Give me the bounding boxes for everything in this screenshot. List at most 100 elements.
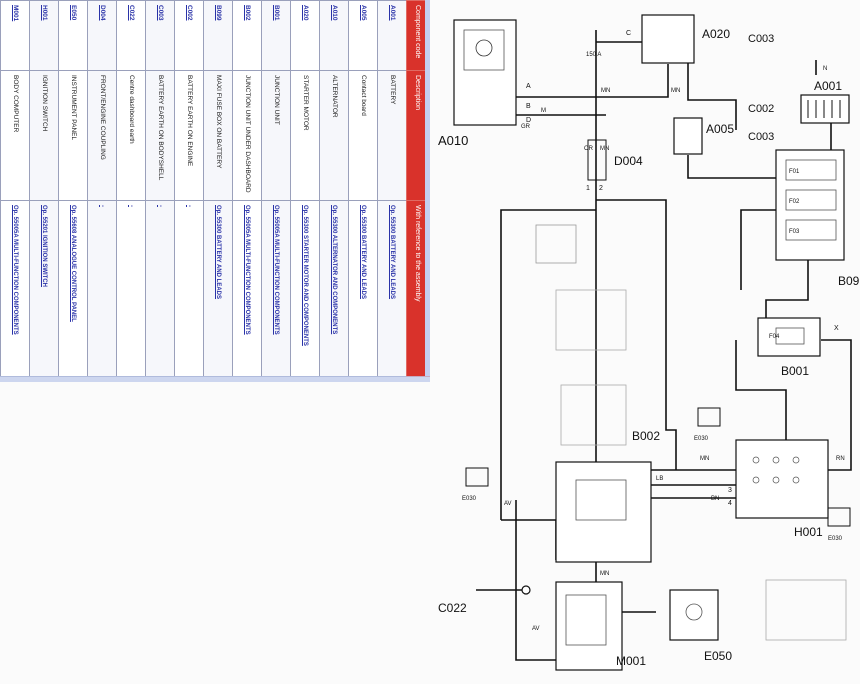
wire-label-mn-2: MN (671, 88, 680, 94)
wire-label-150a: 150 A (586, 52, 601, 58)
cell-code[interactable]: A020 (290, 0, 320, 71)
battery-box (800, 94, 850, 124)
table-edge-band (425, 0, 430, 376)
cell-reference[interactable]: Op. 55005A MULTI-FUNCTION COMPONENTS (261, 200, 291, 377)
wire-b099-loop (740, 209, 776, 290)
component-table-panel: Component code Description With referenc… (0, 0, 430, 377)
fuse-label-f04: F04 (769, 334, 780, 340)
wire-label-lb: LB (656, 476, 663, 482)
cell-reference[interactable]: Op. 55608 ANALOGUE CONTROL PANEL (58, 200, 88, 377)
inset-box-1 (535, 224, 577, 264)
wire-label-gr: GR (521, 124, 531, 130)
cell-description: BODY COMPUTER (0, 70, 30, 201)
cell-description: STARTER MOTOR (290, 70, 320, 201)
fuse-label-f01: F01 (789, 169, 800, 175)
cell-code[interactable]: M001 (0, 0, 30, 71)
cell-reference: - (87, 200, 117, 377)
cell-reference: - (145, 200, 175, 377)
wire-d004-left (500, 209, 596, 520)
inset-box-4 (765, 579, 847, 641)
ignition-contacts-icon (752, 456, 800, 484)
contact-board-box (673, 117, 703, 155)
cell-code[interactable]: D004 (87, 0, 117, 71)
alternator-box (453, 19, 517, 126)
b002-fuse-icon (575, 479, 627, 521)
pin-label-b: B (526, 103, 531, 110)
label-a010: A010 (438, 133, 468, 148)
m001-pcb-icon (565, 594, 607, 646)
label-a020: A020 (702, 27, 730, 41)
wire-b002-m001 (515, 500, 556, 661)
wire-d004-h001 (596, 199, 677, 470)
body-computer-box (555, 581, 623, 671)
component-table-rotated: Component code Description With referenc… (0, 0, 430, 377)
pin-label-1: 1 (586, 185, 590, 192)
cell-description: ALTERNATOR (319, 70, 349, 201)
battery-cells-icon (807, 100, 841, 118)
cell-code[interactable]: C003 (145, 0, 175, 71)
cell-code[interactable]: A001 (377, 0, 407, 71)
cell-reference[interactable]: Op. 55300 BATTERY AND LEADS (377, 200, 407, 377)
cell-code[interactable]: H001 (29, 0, 59, 71)
cell-code[interactable]: A010 (319, 0, 349, 71)
cell-code[interactable]: B001 (261, 0, 291, 71)
label-a005: A005 (706, 122, 734, 136)
cell-description: Contact board (348, 70, 378, 201)
earth-label-2: E030 (828, 536, 843, 542)
wire-label-av-2: AV (532, 626, 540, 632)
cell-description: JUNCTION UNIT UNDER DASHBOARD (232, 70, 262, 201)
wire-label-m: M (541, 108, 546, 114)
cell-reference: - (116, 200, 146, 377)
cell-code[interactable]: E050 (58, 0, 88, 71)
table-bottom-band (0, 376, 430, 382)
cell-code[interactable]: A005 (348, 0, 378, 71)
alternator-rotor (463, 29, 505, 71)
label-h001: H001 (794, 525, 823, 539)
wire-label-n: N (823, 66, 827, 72)
wire-label-mn-5: MN (600, 571, 609, 577)
cell-reference[interactable]: Op. 55005A MULTI-FUNCTION COMPONENTS (0, 200, 30, 377)
cell-reference[interactable]: Op. 55300 ALTERNATOR AND COMPONENTS (319, 200, 349, 377)
wire-b002-c022 (501, 519, 557, 560)
label-c003-top: C003 (748, 33, 774, 45)
cell-code[interactable]: C022 (116, 0, 146, 71)
junction-unit-b001 (757, 317, 821, 357)
cell-reference[interactable]: Op. 55300 BATTERY AND LEADS (348, 200, 378, 377)
wire-b099-b001 (765, 260, 809, 318)
starter-box (641, 14, 695, 64)
label-d004: D004 (614, 154, 643, 168)
cell-reference[interactable]: Op. 55300 STARTER MOTOR AND COMPONENTS (290, 200, 320, 377)
label-m001: M001 (616, 654, 646, 668)
cell-reference[interactable]: Op. 55005A MULTI-FUNCTION COMPONENTS (232, 200, 262, 377)
inset-box-2 (555, 289, 627, 351)
alternator-coil-icon (475, 39, 493, 57)
wire-label-mn-3: MN (600, 146, 609, 152)
cell-description: FRONT/ENGINE COUPLING (87, 70, 117, 201)
cell-reference[interactable]: Op. 55201 IGNITION SWITCH (29, 200, 59, 377)
label-b099: B099 (838, 274, 860, 288)
cell-code[interactable]: B002 (232, 0, 262, 71)
earth-label-1: E030 (694, 436, 709, 442)
component-table: Component code Description With referenc… (0, 0, 430, 377)
cell-reference[interactable]: Op. 55300 BATTERY AND LEADS (203, 200, 233, 377)
cell-code[interactable]: C002 (174, 0, 204, 71)
cell-description: BATTERY EARTH ON BODYSHELL (145, 70, 175, 201)
wire-b001-h001 (821, 339, 852, 471)
wire-label-mn-1: MN (601, 88, 610, 94)
earth-label-3: E030 (462, 496, 477, 502)
wire-b001-loop (735, 340, 787, 440)
fuse-label-f03: F03 (789, 229, 800, 235)
cell-code[interactable]: B099 (203, 0, 233, 71)
earth-node-icon (521, 585, 531, 595)
fuse-label-f02: F02 (789, 199, 800, 205)
wire-label-bn: BN (711, 496, 719, 502)
wire-a005-b099 (687, 155, 776, 179)
